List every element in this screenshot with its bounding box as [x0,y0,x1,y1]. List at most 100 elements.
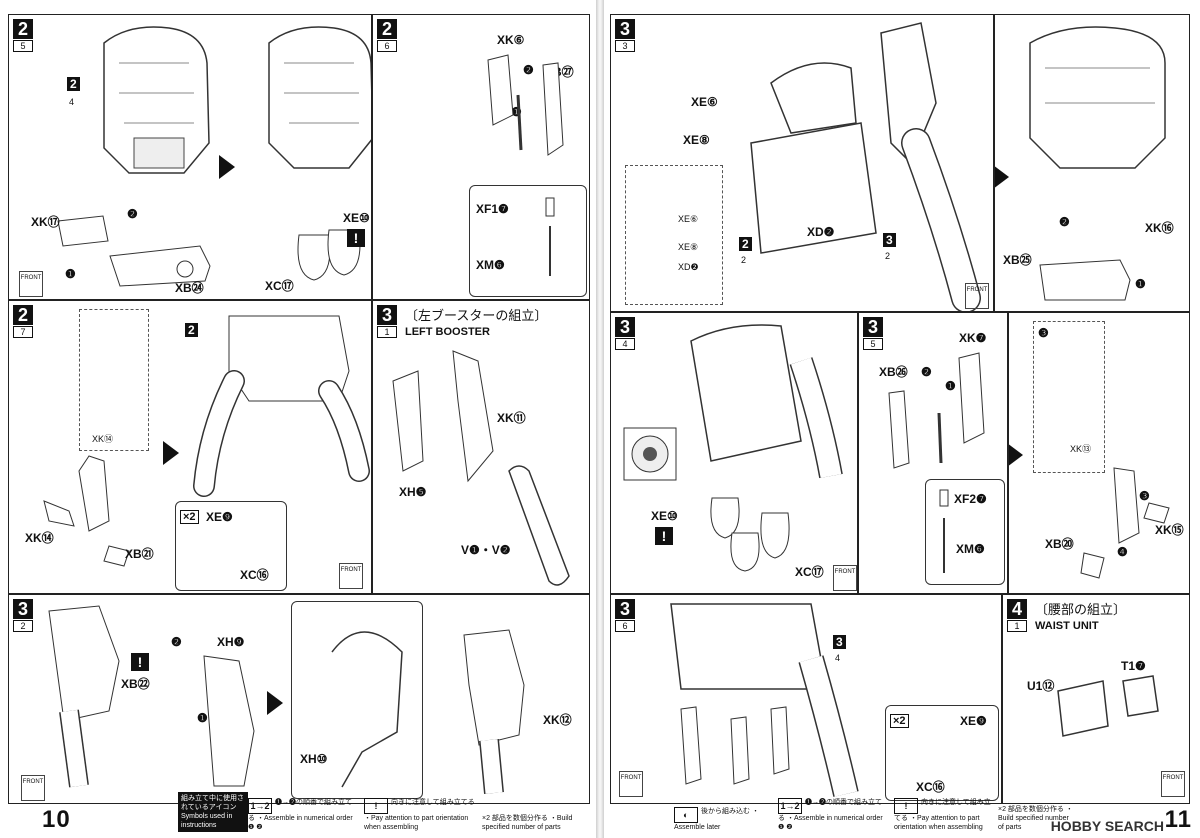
page-number: 10 [42,806,71,833]
torso-part-drawing [103,26,210,174]
booster-tank-drawing [508,465,570,586]
step-badge: 3 4 [615,317,635,350]
times-two-badge: ×2 [890,714,909,728]
xm-label: XM❻ [956,542,985,556]
front-icon: FRONT [965,283,989,309]
step-two-marker: ❷ [171,635,182,649]
step-badge: 3 3 [615,19,635,52]
xk-label: XK❼ [959,331,987,345]
sub-assembly-box: XE⑥ XE⑧ XD❷ [625,165,723,305]
cover-part-drawing [203,655,255,787]
panel-step-3-2: 3 2 XH❾ ! XB㉒ ❷ ❶ XH⑩ XK⑫ FRONT [8,594,590,804]
step-one-marker: ❶ [65,267,76,281]
section-title: 〔左ブースターの組立〕 LEFT BOOSTER [405,305,547,338]
ref-step-label: 2 [67,77,80,91]
step-one-marker: ❶ [945,379,956,393]
thigh-armor-part [487,54,564,156]
panel-step-2-6: 2 6 XK⑥ XB㉗ ❷ ❶ XF1❼ XM❻ [372,14,590,300]
detail-callout-box: XF2❼ XM❻ [925,479,1005,585]
xb-label: XB㉑ [125,547,154,561]
xh-label: XH❺ [399,485,427,499]
ref-step-label: 3 [833,635,846,649]
legend-multiple: ×2 部品を数個分作る ・Build specified number of p… [482,815,573,831]
attention-icon: ! [894,798,918,814]
front-icon: FRONT [19,271,43,297]
nozzle-detail-icon [623,427,677,481]
panel-step-3-5b: ❸ XK⑬ ❸ XK⑮ ❹ XB⑳ [1008,312,1190,594]
step-one-marker: ❶ [197,711,208,725]
step-badge: 3 2 [13,599,33,632]
detail-callout-box: XH⑩ [291,601,423,799]
xk-label: XK⑯ [1145,221,1174,235]
thruster-nozzle-drawing [297,229,361,281]
panel-step-2-7: 2 7 XK⑭ XK⑭ XB㉑ 2 ×2 XE❾ XC⑯ FRONT [8,300,372,594]
xh-top-label: XH❾ [217,635,245,649]
xc-label: XC⑯ [916,780,945,794]
step-one-marker: ❶ [1135,277,1146,291]
title-japanese: 〔左ブースターの組立〕 [405,308,548,323]
ref-step-sub: 4 [69,97,75,107]
front-icon: FRONT [833,565,857,591]
section-title: 〔腰部の組立〕 WAIST UNIT [1035,599,1126,632]
torso-part-drawing [1029,26,1166,169]
legend-orientation: !向きに注意して組み立てる ・Pay attention to part ori… [364,798,475,831]
u-label: U1⑫ [1027,679,1055,693]
xe6-label: XE⑥ [691,95,718,109]
waist-unit-drawing [1057,675,1159,737]
watermark-logo: HOBBY SEARCH [1050,818,1164,834]
front-icon: FRONT [619,771,643,797]
leg-part-drawing [1080,467,1170,579]
t-label: T1❼ [1121,659,1146,673]
xk-label: XK⑪ [497,411,526,425]
xb-label: XB㉒ [121,677,150,691]
panel-step-3-6: 3 6 3 4 ×2 XE❾ XC⑯ FRONT [610,594,1002,804]
leg-part-drawing [43,455,130,567]
booster-frame-drawing [392,350,494,483]
times-two-badge: ×2 [180,510,199,524]
step-badge: 2 6 [377,19,397,52]
legend-multiple: ×2 部品を数個分作る ・Build specified number of p… [998,806,1073,831]
xk-label: XK⑰ [31,215,60,229]
step-four-marker: ❹ [1117,545,1128,559]
xk-label: XK⑮ [1155,523,1184,537]
xe-label: XE⑩ [651,509,678,523]
front-icon: FRONT [21,775,45,801]
xe-label: XE❾ [960,714,987,728]
step-badge: 4 1 [1007,599,1027,632]
xf-label: XF2❼ [954,492,987,506]
order-icon: 1→2 [778,798,802,814]
xc-label: XC⑯ [240,568,269,582]
xc-label: XC⑰ [265,279,294,293]
panel-step-3-5: 3 5 XK❼ XB㉖ ❷ ❶ XF2❼ XM❻ [858,312,1008,594]
step-badge: 3 6 [615,599,635,632]
legend-assemble-later: ◐後から組み込む ・Assemble later [674,807,759,831]
panel-step-3-3b: ❷ XK⑯ XB㉕ ❶ [994,14,1190,312]
right-page: 3 3 XE⑥ XE⑧ XE⑥ XE⑧ XD❷ 2 2 XD❷ 3 2 FRON… [604,0,1200,838]
next-arrow-icon [995,165,1009,189]
sub-assembly-box: XK⑭ [79,309,149,451]
next-arrow-icon [163,441,179,465]
step-badge: 3 1 [377,305,397,338]
xb-label: XB㉕ [1003,253,1032,267]
xm-label: XM❻ [476,258,505,272]
leg-assembly-drawing [193,315,370,497]
xk-label: XK⑫ [543,713,572,727]
front-icon: FRONT [1161,771,1185,797]
attention-icon: ! [347,229,365,247]
ref-step-label-2: 3 [883,233,896,247]
step-badge: 2 7 [13,305,33,338]
next-arrow-icon [1009,443,1023,467]
torso-leg-drawing [670,603,859,797]
step-badge: 3 5 [863,317,883,350]
xb-label: XB⑳ [1045,537,1074,551]
xk-top-label: XK⑭ [92,434,114,444]
part-xk17 [57,215,109,247]
pin-part [939,489,949,573]
xk-label: XK⑥ [497,33,525,47]
detail-callout-box: ×2 XE❾ XC⑯ [885,705,999,801]
legend-title: 組み立て中に使用されているアイコン Symbols used in instru… [178,792,248,832]
detail-callout-box: ×2 XE❾ XC⑯ [175,501,287,591]
ref-step-label: 2 [185,323,198,337]
